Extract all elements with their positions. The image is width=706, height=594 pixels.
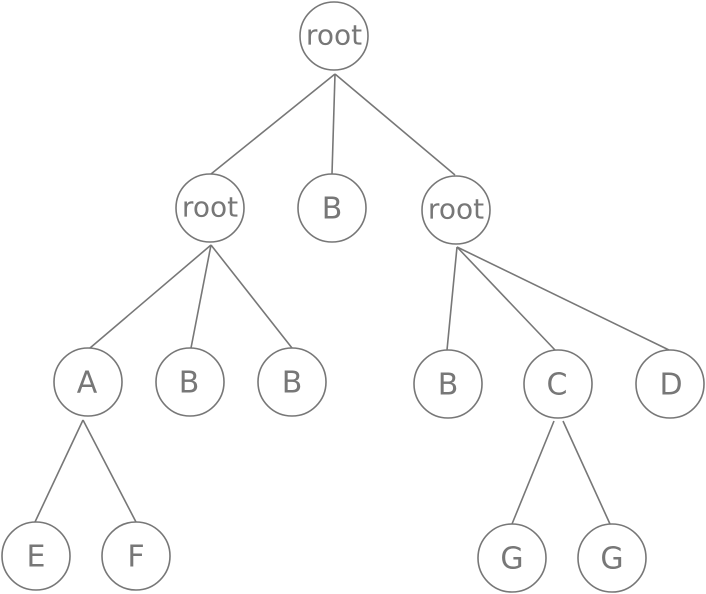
node-circle: [175, 173, 245, 243]
tree-node-d: D: [635, 349, 705, 419]
edge-root-to-b-middle: [331, 73, 336, 175]
node-label: E: [27, 540, 46, 575]
node-label: B: [282, 366, 303, 401]
node-label: root: [306, 19, 362, 52]
node-circle: [635, 349, 705, 419]
node-label: root: [182, 191, 238, 224]
node-circle: [53, 347, 123, 417]
node-circle: [155, 347, 225, 417]
edge-root-to-root-left: [210, 73, 336, 175]
node-label: C: [547, 368, 568, 403]
node-circle: [477, 523, 547, 593]
node-circle: [577, 523, 647, 593]
tree-node-b-middle: B: [297, 173, 367, 243]
edge-root-left-to-a: [89, 244, 212, 349]
node-circle: [1, 521, 71, 591]
tree-node-a: A: [53, 347, 123, 417]
node-label: B: [179, 366, 200, 401]
edge-root-left-to-b1: [190, 244, 212, 349]
tree-node-b-left-2: B: [257, 347, 327, 417]
edge-c-to-g2: [562, 420, 611, 525]
tree-edges: [34, 73, 670, 525]
node-circle: [421, 175, 491, 245]
node-circle: [299, 1, 369, 71]
edge-a-to-f: [82, 419, 137, 523]
node-label: D: [659, 368, 682, 403]
edge-c-to-g1: [511, 420, 555, 525]
node-label: G: [500, 542, 523, 577]
node-circle: [297, 173, 367, 243]
tree-node-f: F: [101, 521, 171, 591]
node-label: F: [127, 540, 144, 575]
node-label: A: [77, 366, 98, 401]
edge-root-right-to-c: [456, 246, 556, 351]
edge-root-left-to-b2: [210, 244, 293, 349]
edge-a-to-e: [34, 419, 84, 523]
node-circle: [523, 349, 593, 419]
tree-node-root-left: root: [175, 173, 245, 243]
edge-root-right-to-d: [456, 246, 670, 351]
tree-node-b-left-1: B: [155, 347, 225, 417]
tree-node-root-right: root: [421, 175, 491, 245]
node-label: G: [600, 542, 623, 577]
tree-node-g-2: G: [577, 523, 647, 593]
edge-root-to-root-right: [334, 73, 456, 176]
node-circle: [101, 521, 171, 591]
node-label: B: [438, 368, 459, 403]
node-circle: [257, 347, 327, 417]
edge-root-right-to-b: [446, 246, 458, 351]
node-label: B: [322, 192, 343, 227]
node-label: root: [428, 193, 484, 226]
tree-node-e: E: [1, 521, 71, 591]
tree-node-root: root: [299, 1, 369, 71]
tree-node-c: C: [523, 349, 593, 419]
tree-node-b-right: B: [413, 349, 483, 419]
tree-node-g-1: G: [477, 523, 547, 593]
node-circle: [413, 349, 483, 419]
